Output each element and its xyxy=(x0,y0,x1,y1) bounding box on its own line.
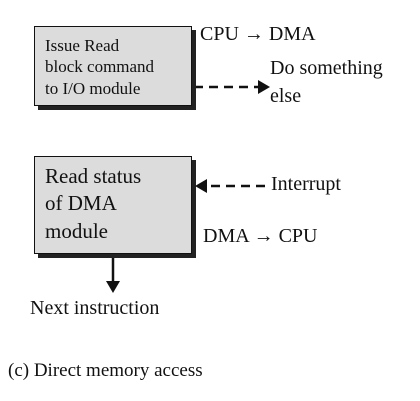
status-box-line-3: module xyxy=(45,218,108,243)
issue-box-line-1: Issue Read xyxy=(45,36,120,55)
cpu-to-dma-label: CPU → DMA xyxy=(200,23,316,45)
next-instruction-label: Next instruction xyxy=(30,297,160,319)
issue-box-line-3: to I/O module xyxy=(45,78,141,98)
issue-box-line-2: block command xyxy=(45,57,155,77)
status-box-line-1: Read status xyxy=(45,164,142,188)
dashed-arrow-interrupt xyxy=(195,179,265,193)
do-something-label: Do something xyxy=(270,57,383,79)
dma-to-cpu-label: DMA → CPU xyxy=(203,225,318,247)
arrow-to-next-instruction xyxy=(106,255,120,293)
interrupt-label: Interrupt xyxy=(271,173,341,195)
issue-read-block-box: Issue Read block command to I/O module xyxy=(34,26,192,106)
else-label: else xyxy=(270,85,302,107)
read-status-box: Read status of DMA module xyxy=(34,156,192,254)
status-box-line-2: of DMA xyxy=(45,191,117,216)
dashed-arrow-to-do-something-else xyxy=(194,80,270,94)
figure-caption: (c) Direct memory access xyxy=(8,360,203,381)
